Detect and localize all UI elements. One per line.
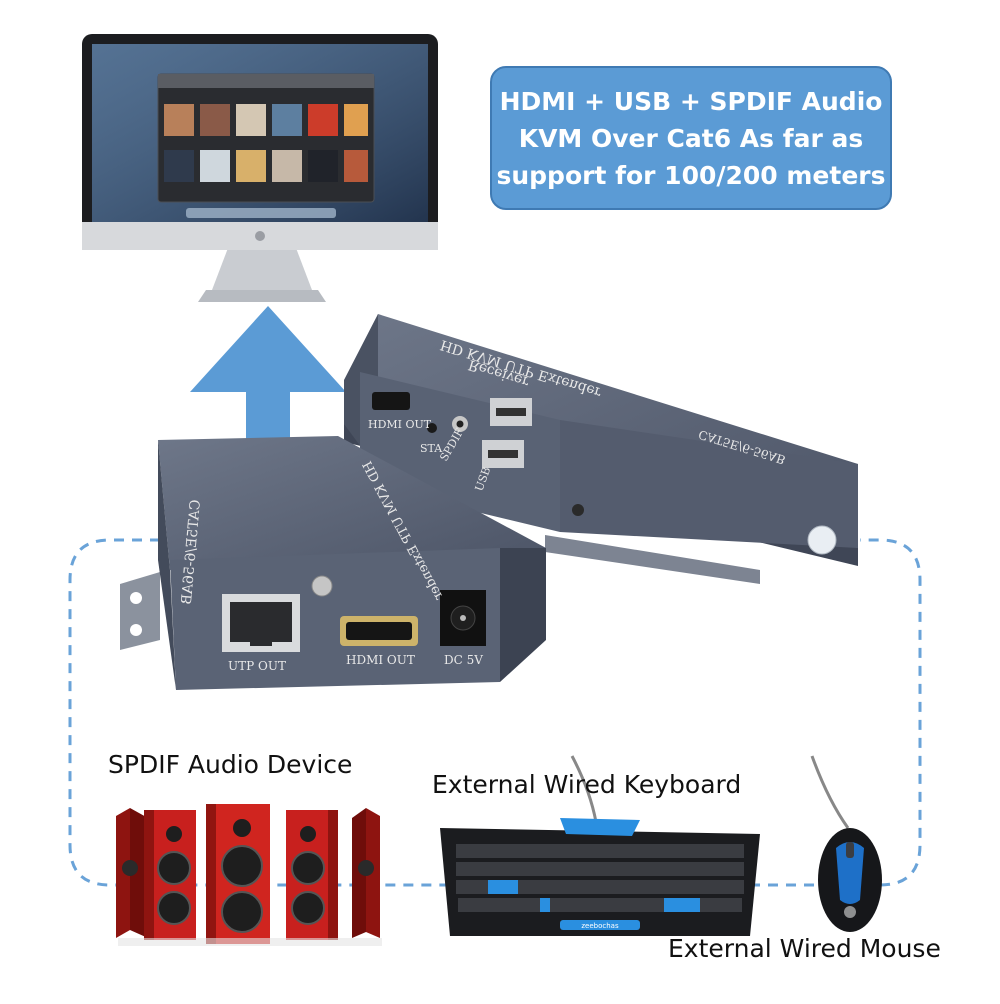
receiver-hdmi-out-label: HDMI OUT [368, 418, 432, 431]
dc-5v-label: DC 5V [444, 653, 483, 667]
apple-logo-icon [255, 231, 265, 241]
callout-line-2: KVM Over Cat6 As far as [518, 124, 864, 153]
speaker-left-side [116, 808, 148, 938]
ground-screw-icon [311, 575, 333, 597]
speaker-right [286, 810, 338, 940]
transmitter-hdmi-out-label: HDMI OUT [346, 653, 415, 667]
keyboard-keys [456, 844, 744, 912]
feature-callout: HDMI + USB + SPDIF Audio KVM Over Cat6 A… [490, 66, 892, 210]
callout-line-3: support for 100/200 meters [496, 161, 886, 190]
speaker-center [206, 804, 270, 944]
sta-led [427, 423, 437, 433]
mouse-cable [810, 755, 850, 829]
qc-sticker-icon [807, 525, 837, 555]
receiver-hdmi-port [372, 392, 410, 410]
spdif-caption: SPDIF Audio Device [108, 750, 353, 779]
album-grid [164, 104, 368, 182]
transmitter-unit: UTP OUT HDMI OUT DC 5V CAT5E/6-56AB HD K… [120, 436, 546, 690]
keyboard-brand-label: zeebochas [581, 922, 619, 930]
utp-out-label: UTP OUT [228, 659, 286, 673]
connection-line [68, 538, 922, 887]
speaker-right-side [352, 808, 380, 938]
screw-icon [572, 504, 584, 516]
keyboard-cable [570, 755, 598, 823]
arrow-up-icon [190, 306, 346, 470]
dock [186, 208, 336, 218]
monitor [82, 34, 438, 302]
receiver-sta-label: STA [420, 442, 443, 455]
speaker-set [116, 804, 382, 946]
speaker-left [144, 810, 196, 940]
callout-line-1: HDMI + USB + SPDIF Audio [499, 87, 883, 116]
keyboard: zeebochas [440, 755, 760, 936]
keyboard-caption: External Wired Keyboard [432, 770, 742, 799]
mouse-caption: External Wired Mouse [668, 934, 941, 963]
mouse [810, 755, 882, 932]
